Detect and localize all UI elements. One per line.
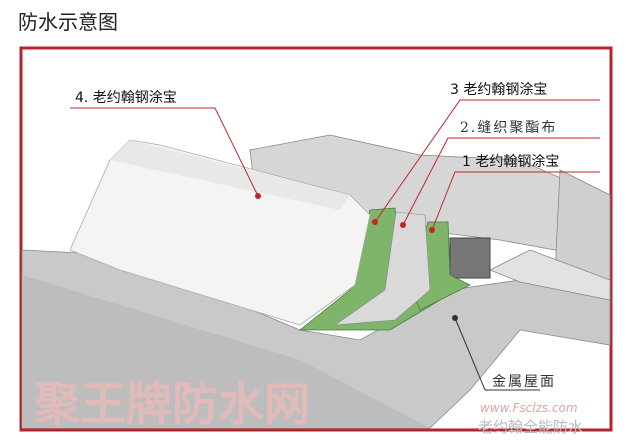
leader-lines <box>70 99 600 391</box>
metal-bracket <box>449 237 491 279</box>
watermark-url: www.Fsclzs.com <box>480 401 578 415</box>
coated-ridge-top <box>110 140 350 210</box>
label-roof: 金属屋面 <box>492 374 556 390</box>
leader-dots <box>255 193 458 321</box>
watermark-brand: 聚王牌防水网 <box>33 377 310 431</box>
polyester-fabric-layer <box>333 211 431 326</box>
metal-roof-front-shade <box>22 275 430 428</box>
label-layer3: 3 老约翰钢涂宝 <box>450 82 547 98</box>
watermark-account: 老约翰全能防水 <box>478 418 583 436</box>
label-layer4: 4. 老约翰钢涂宝 <box>75 90 177 106</box>
label-layer2: 2.缝织聚酯布 <box>460 120 557 136</box>
metal-roof-ridge <box>489 249 611 301</box>
label-layer1: 1 老约翰钢涂宝 <box>462 154 559 170</box>
page-title: 防水示意图 <box>18 10 118 34</box>
